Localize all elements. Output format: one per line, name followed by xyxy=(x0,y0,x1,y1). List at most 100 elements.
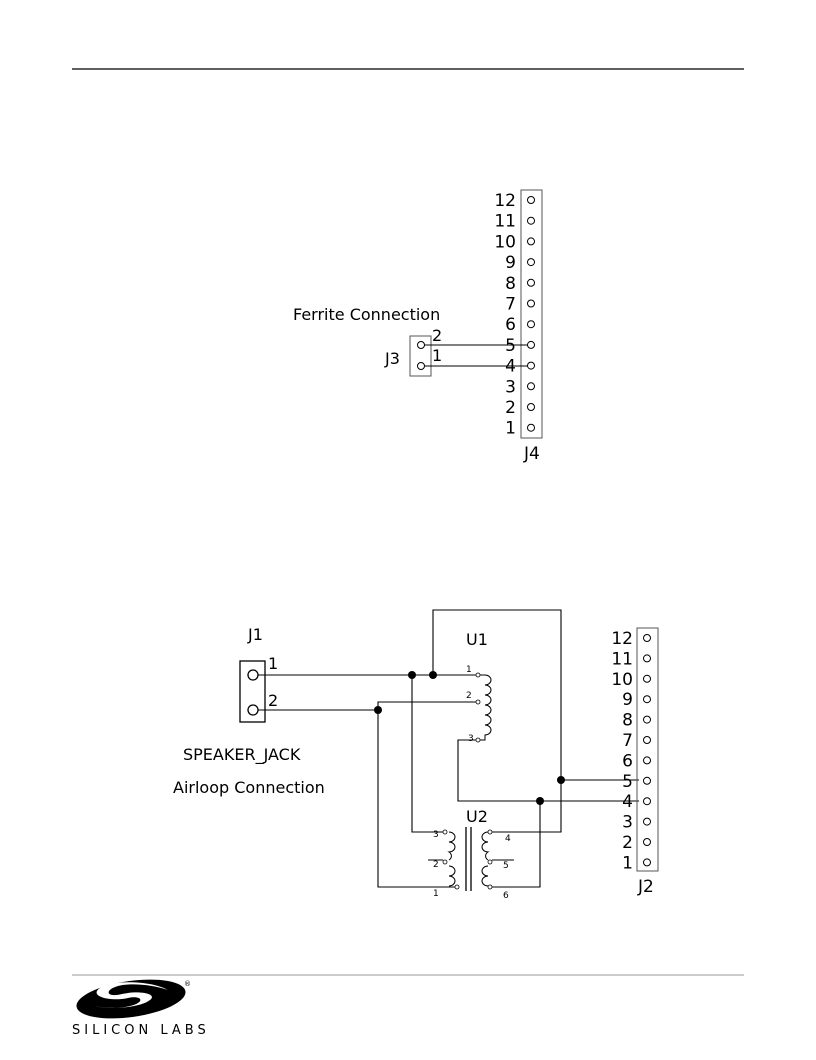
u1-pin-label-2: 2 xyxy=(466,691,472,701)
j4-pin-7 xyxy=(527,299,535,308)
airloop-wiring xyxy=(258,609,639,888)
airloop-caption: Airloop Connection xyxy=(173,778,325,797)
j4-pin-label-3: 3 xyxy=(505,377,516,397)
logo-s-shape xyxy=(95,982,168,1008)
wire-node2-to-u2-pin1 xyxy=(377,710,455,888)
j4-pin-8 xyxy=(527,278,535,287)
u1-winding xyxy=(480,674,492,741)
u2-primary-winding xyxy=(447,831,456,887)
j4-pin-12 xyxy=(527,196,535,204)
j2-pin-7 xyxy=(643,736,651,744)
u2-pin-label-1: 1 xyxy=(433,889,439,899)
u1-pin-label-1: 1 xyxy=(466,665,472,675)
j3-pin-label-2: 2 xyxy=(432,326,442,345)
j2-pin-12 xyxy=(643,634,651,642)
silicon-labs-logo: SILICON LABS ® xyxy=(72,979,210,1038)
u2-label: U2 xyxy=(466,807,488,826)
wire-j1-pin2-to-u1-pin2 xyxy=(258,701,476,711)
j3-pin-label-1: 1 xyxy=(432,346,442,365)
j2-pin-label-6: 6 xyxy=(622,751,633,771)
j4-pin-4 xyxy=(527,361,535,370)
u2-pin-5-terminal xyxy=(487,859,493,865)
u2-secondary-winding xyxy=(481,831,490,887)
logo-registered-mark: ® xyxy=(184,980,191,988)
j2-pin-3 xyxy=(643,817,651,826)
j4-pin-6 xyxy=(527,320,535,329)
j3-pin-1 xyxy=(417,362,425,370)
u2-pin-label-5: 5 xyxy=(503,861,509,871)
u1-pin-3-terminal xyxy=(475,737,481,743)
j4-header-body xyxy=(520,189,543,439)
u2-pin-6-terminal xyxy=(487,884,493,890)
j2-pin-1 xyxy=(643,858,651,867)
wire-top-loop xyxy=(432,609,562,833)
u2-pin-2-terminal xyxy=(442,859,448,865)
logo-swoosh-outer xyxy=(76,979,186,1019)
j4-pin-label-7: 7 xyxy=(505,295,516,315)
junction-dot xyxy=(408,671,416,679)
j4-pin-1 xyxy=(527,423,535,432)
j3-connector-body xyxy=(409,335,432,377)
j4-pin-label-11: 11 xyxy=(494,212,516,232)
j2-pin-label-2: 2 xyxy=(622,833,633,853)
u1-pin-label-3: 3 xyxy=(468,734,474,744)
junction-dot xyxy=(374,706,382,714)
ferrite-caption: Ferrite Connection xyxy=(293,305,440,324)
wire-u2-pin6-to-node4 xyxy=(492,801,541,888)
u2-pin-4-terminal xyxy=(487,829,493,835)
j4-pin-9 xyxy=(527,258,535,267)
j4-pin-10 xyxy=(527,237,535,246)
jack-name: SPEAKER_JACK xyxy=(183,745,301,765)
j2-label: J2 xyxy=(637,877,654,897)
j2-pin-label-4: 4 xyxy=(622,792,633,812)
j1-jack-body xyxy=(239,660,266,723)
j4-pin-label-4: 4 xyxy=(505,357,516,377)
j2-pin-label-3: 3 xyxy=(622,813,633,833)
j2-header-body xyxy=(636,627,659,872)
j1-pin-label-1: 1 xyxy=(268,654,278,673)
airloop-diagram: J1 1 2 SPEAKER_JACK Airloop Connection U… xyxy=(173,609,659,901)
wire-u1-pin3-to-j2-pin4 xyxy=(457,739,639,802)
u2-pin-1-terminal xyxy=(454,884,460,890)
j2-pin-6 xyxy=(643,756,651,765)
junction-dot xyxy=(429,671,437,679)
j2-pin-label-12: 12 xyxy=(611,629,633,649)
j2-pin-11 xyxy=(643,654,651,663)
j2-pin-label-11: 11 xyxy=(611,649,633,669)
j4-pin-label-12: 12 xyxy=(494,191,516,211)
u1-pin-2-terminal xyxy=(475,699,481,705)
junction-dot xyxy=(557,776,565,784)
j4-pin-label-8: 8 xyxy=(505,274,516,294)
j4-pin-11 xyxy=(527,216,535,225)
u2-pin-3-terminal xyxy=(442,829,448,835)
j2-pin-8 xyxy=(643,715,651,724)
u2-pin-label-2: 2 xyxy=(433,860,439,870)
u2-pin-label-6: 6 xyxy=(503,891,509,901)
j4-pin-2 xyxy=(527,403,535,411)
j4-pin-5 xyxy=(527,340,535,349)
j2-pin-label-5: 5 xyxy=(622,772,633,792)
j4-label: J4 xyxy=(523,444,540,464)
j2-pin-label-10: 10 xyxy=(611,670,633,690)
wire-node1-to-u2-pin3 xyxy=(411,675,443,833)
j2-pin-label-7: 7 xyxy=(622,731,633,751)
j2-pin-5 xyxy=(643,776,651,785)
junction-dot xyxy=(536,797,544,805)
j2-pin-2 xyxy=(643,838,651,846)
j2-pin-label-8: 8 xyxy=(622,711,633,731)
logo-wordmark: SILICON LABS xyxy=(72,1023,210,1038)
j3-label: J3 xyxy=(384,349,400,368)
j1-pin-2 xyxy=(247,704,259,716)
j2-pin-label-9: 9 xyxy=(622,690,633,710)
j1-label: J1 xyxy=(247,625,263,644)
j4-pin-label-10: 10 xyxy=(494,232,516,252)
j2-pin-9 xyxy=(643,695,651,704)
j4-pin-label-5: 5 xyxy=(505,336,516,356)
j4-pin-label-6: 6 xyxy=(505,315,516,335)
j1-pin-1 xyxy=(247,669,259,681)
j2-pin-label-1: 1 xyxy=(622,853,633,873)
